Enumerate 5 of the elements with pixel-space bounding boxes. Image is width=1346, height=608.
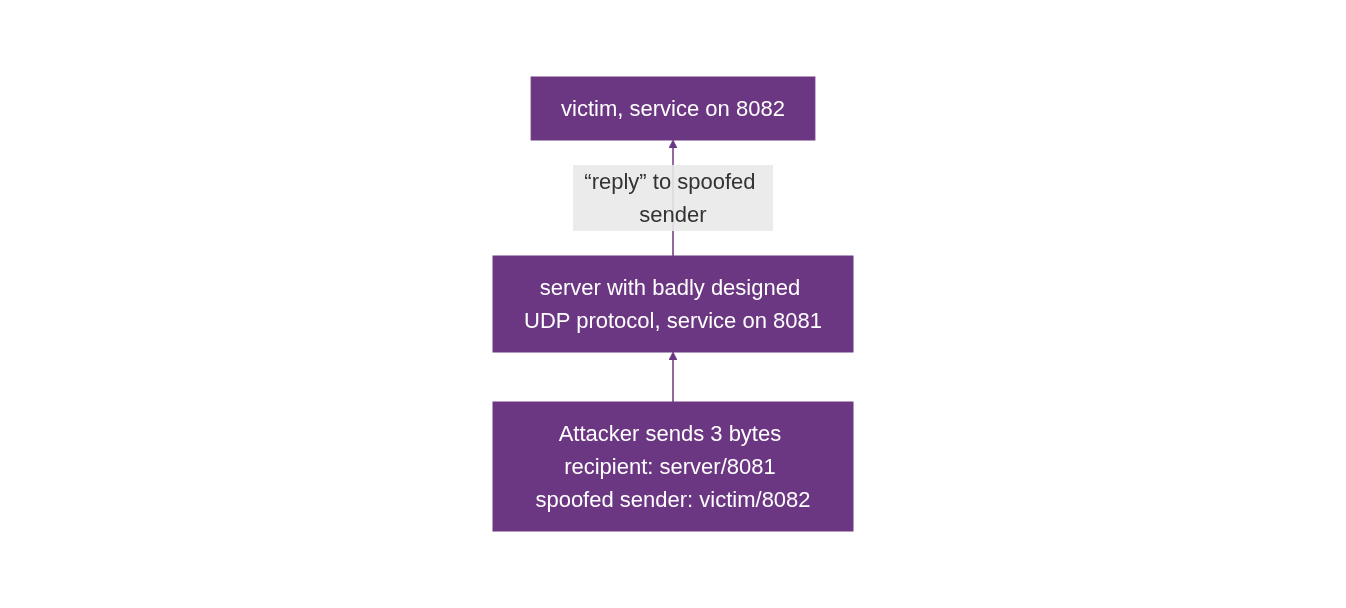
- node-box: Attacker sends 3 bytes recipient: server/8081 spoofed sender: victim/8082: [492, 401, 854, 532]
- arrow: [668, 351, 678, 403]
- edge-label: “reply” to spoofed sender: [584, 169, 756, 227]
- node-box: victim, service on 8082: [530, 76, 816, 141]
- node-box: server with badly designed UDP protocol, service on 8081: [492, 255, 854, 353]
